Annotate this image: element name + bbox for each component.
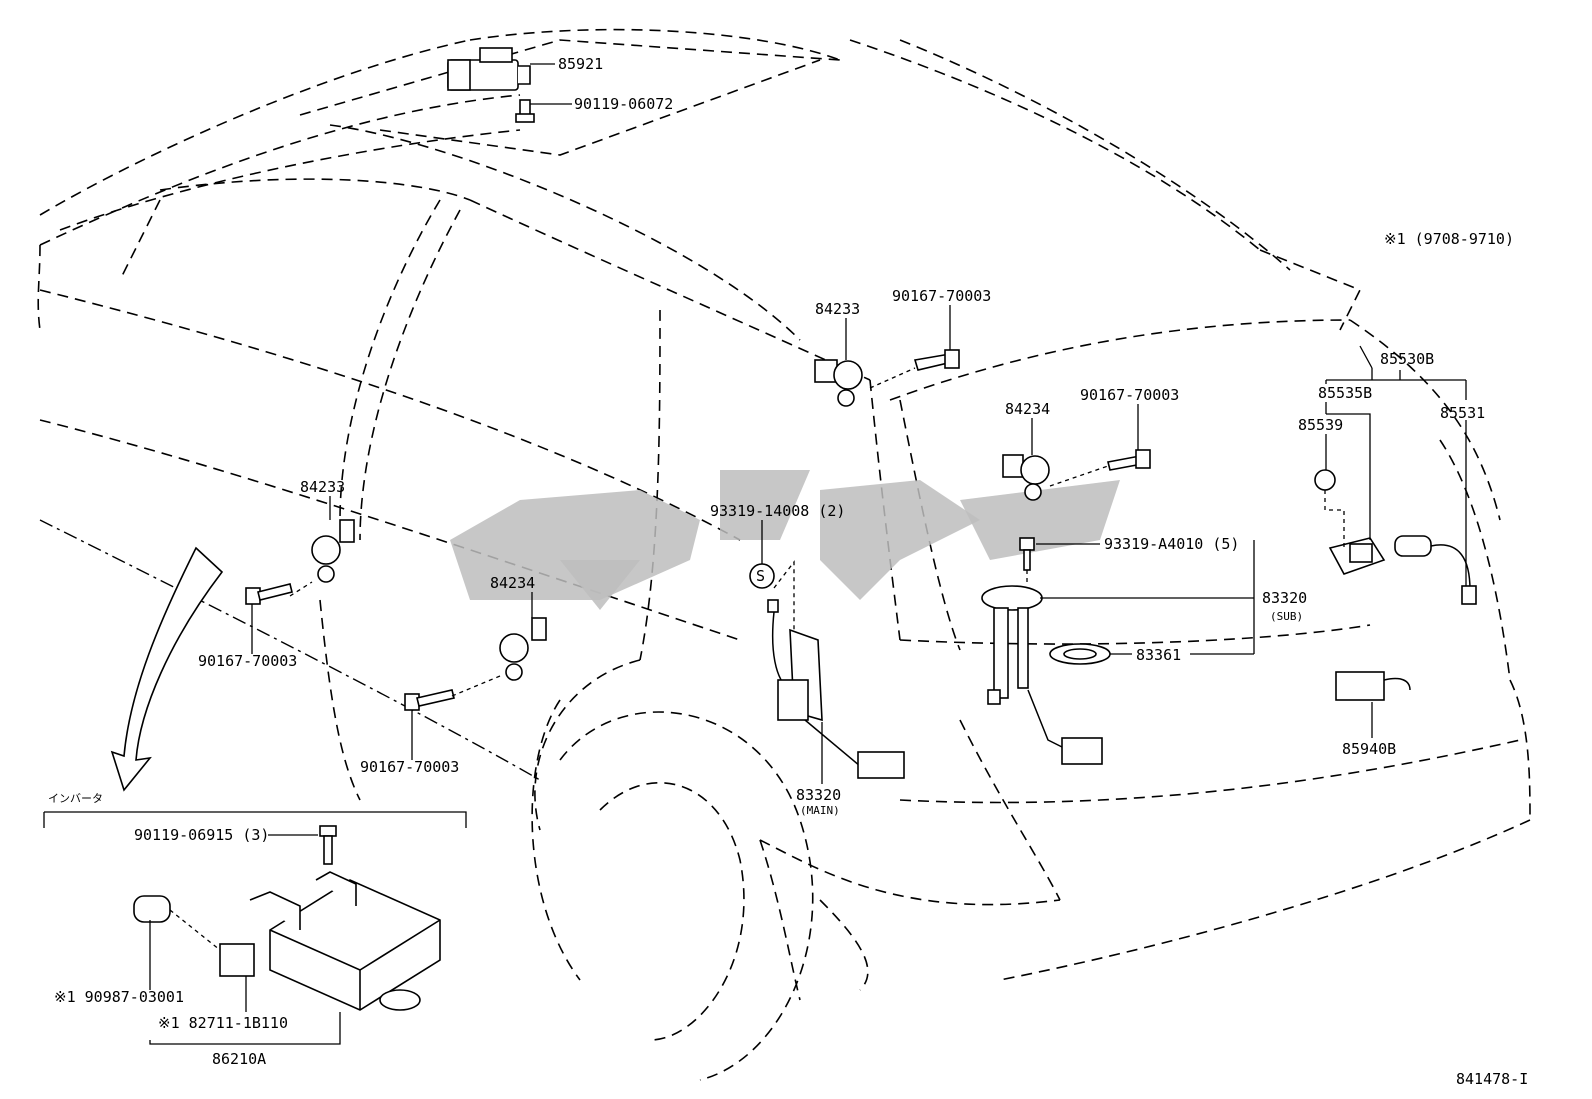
label-90119-06915: 90119-06915 (3): [134, 826, 269, 844]
connector-82711-1B110[interactable]: [219, 943, 255, 977]
label-85921: 85921: [558, 55, 603, 73]
socket-85535B[interactable]: [1328, 537, 1386, 575]
plug-90987-03001[interactable]: [133, 895, 171, 923]
vehicle-outline: [37, 28, 1531, 1081]
label-84233-left: 84233: [300, 478, 345, 496]
label-83320-sub: 83320: [1262, 589, 1307, 607]
gauge-83320-sub[interactable]: [981, 585, 1103, 765]
inverter-86210A[interactable]: [249, 871, 441, 1011]
sensor-84234-mid[interactable]: [499, 617, 547, 681]
label-84234-right: 84234: [1005, 400, 1050, 418]
label-85530B: 85530B: [1380, 350, 1434, 368]
label-83361: 83361: [1136, 646, 1181, 664]
label-83320-sub-tag: (SUB): [1270, 610, 1303, 623]
screw-93319-14008[interactable]: S: [749, 563, 775, 589]
label-83320-main: 83320: [796, 786, 841, 804]
bolt-90167-left[interactable]: [245, 583, 293, 605]
label-84233-top: 84233: [815, 300, 860, 318]
label-85940B: 85940B: [1342, 740, 1396, 758]
svg-text:S: S: [756, 567, 765, 585]
label-inverter: インバータ: [48, 792, 103, 805]
label-90167-top: 90167-70003: [892, 287, 991, 305]
note-range: ※1 (9708-9710): [1384, 230, 1514, 248]
screw-90119-06072[interactable]: [515, 99, 535, 123]
bolt-90167-right[interactable]: [1107, 449, 1151, 471]
bolt-90167-top[interactable]: [913, 349, 960, 371]
label-85531: 85531: [1440, 404, 1485, 422]
gauge-83320-main[interactable]: [767, 599, 905, 779]
label-90987-03001: ※1 90987-03001: [54, 988, 184, 1006]
part-labels: 85921 90119-06072 84233 90167-70003 8423…: [48, 55, 1528, 1088]
bolt-90167-mid[interactable]: [404, 689, 455, 711]
label-90167-left: 90167-70003: [198, 652, 297, 670]
sensor-84234-right[interactable]: [1002, 454, 1050, 501]
label-93319-14008: 93319-14008 (2): [710, 502, 845, 520]
sensor-84233-top[interactable]: [814, 359, 863, 407]
label-85539: 85539: [1298, 416, 1343, 434]
plug-85531[interactable]: [1394, 535, 1477, 605]
part-85921-module[interactable]: [447, 47, 531, 91]
ref-code: 841478-I: [1456, 1070, 1528, 1088]
label-90119-06072: 90119-06072: [574, 95, 673, 113]
label-84234-mid: 84234: [490, 574, 535, 592]
gasket-83361[interactable]: [1049, 643, 1111, 665]
label-90167-mid: 90167-70003: [360, 758, 459, 776]
bolt-90119-06915[interactable]: [319, 825, 337, 865]
label-85535B: 85535B: [1318, 384, 1372, 402]
label-83320-main-tag: (MAIN): [800, 804, 840, 817]
leader-lines: [43, 63, 1467, 1045]
module-85940B[interactable]: [1335, 671, 1411, 701]
arrow-to-inverter: [110, 546, 224, 792]
label-86210A: 86210A: [212, 1050, 266, 1068]
label-93319-A4010: 93319-A4010 (5): [1104, 535, 1239, 553]
screw-93319-A4010[interactable]: [1019, 537, 1035, 571]
label-90167-right: 90167-70003: [1080, 386, 1179, 404]
cap-85539[interactable]: [1314, 469, 1336, 491]
label-82711-1B110: ※1 82711-1B110: [158, 1014, 288, 1032]
sensor-84233-left[interactable]: [311, 519, 355, 583]
watermark-logo: [450, 470, 1120, 610]
